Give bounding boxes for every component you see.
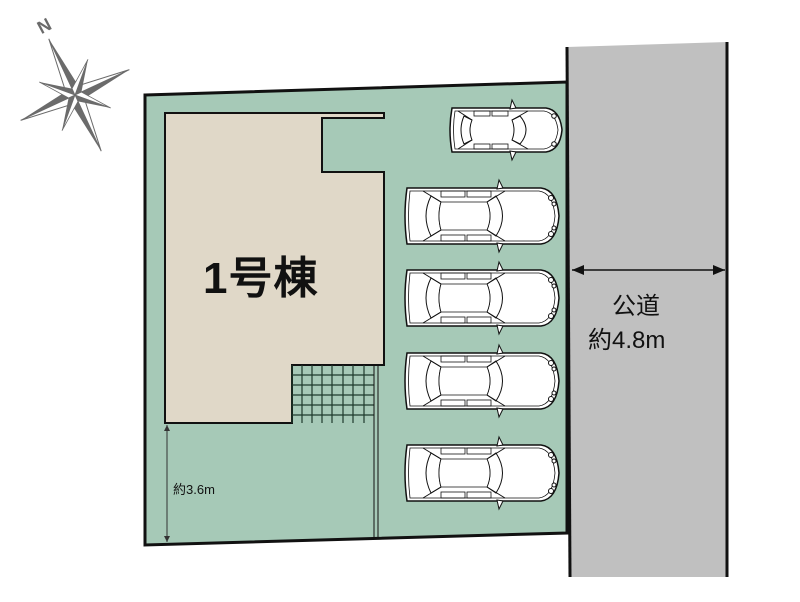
- fence-line: [373, 365, 379, 537]
- building-label: 1号棟: [203, 254, 319, 303]
- parking-space-2: [404, 179, 560, 253]
- road-name-label: 公道: [612, 293, 660, 320]
- parking-space-4: [404, 344, 560, 418]
- parking-space-1: [449, 99, 563, 161]
- setback-label: 約3.6m: [173, 482, 215, 497]
- setback-dimension: [164, 425, 170, 542]
- road-width-arrow: [572, 265, 725, 275]
- parking-space-5: [404, 436, 560, 510]
- road-width-label: 約4.8m: [588, 327, 666, 354]
- parking-space-3: [404, 261, 560, 335]
- compass-rose-icon: [20, 38, 130, 152]
- building-1: [164, 112, 385, 424]
- terrace-grid: [291, 365, 374, 423]
